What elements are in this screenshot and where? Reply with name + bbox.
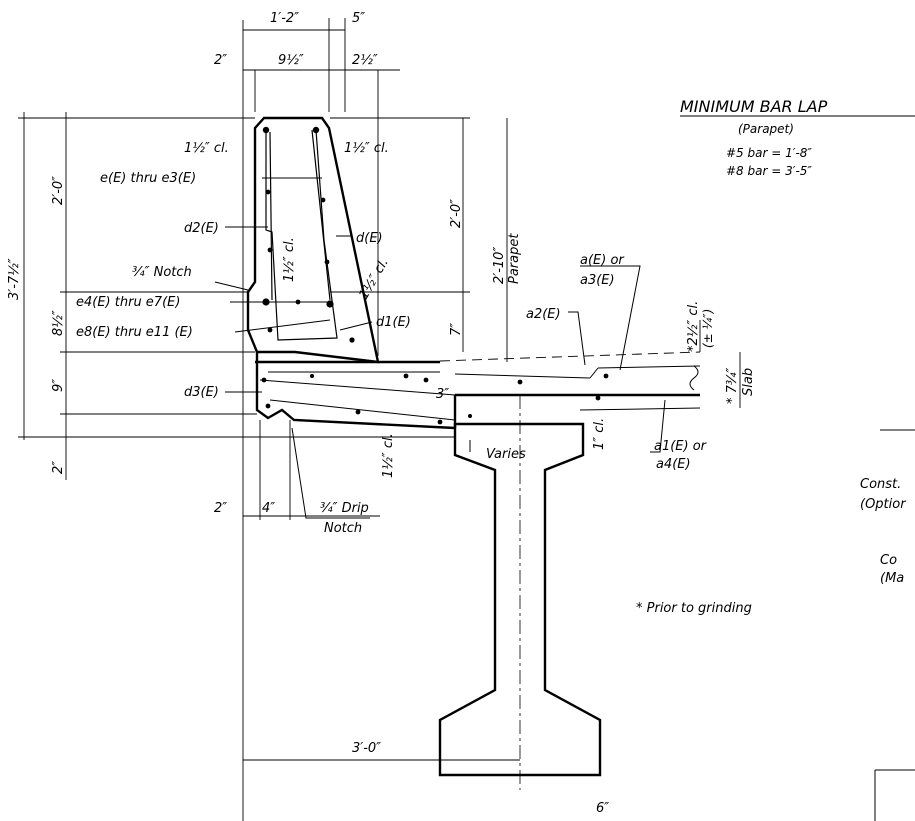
- dim-9half: 9½″: [278, 53, 304, 68]
- label-a2: a2(E): [526, 307, 561, 322]
- label-option: (Optior: [860, 497, 907, 512]
- dim-overall-h: 3′-7½″: [7, 258, 22, 300]
- label-varies: Varies: [486, 447, 526, 462]
- parapet-bar-d2: [269, 131, 273, 301]
- deck-bar-right: [597, 365, 701, 369]
- dim-seven: 7″: [449, 323, 464, 336]
- dim-base-3-0: 3′-0″: [352, 741, 381, 756]
- label-const: Const.: [860, 477, 901, 492]
- dim-slab-word: Slab: [741, 368, 756, 396]
- deck-top-dashed: [439, 351, 701, 362]
- dim-top-5: 5″: [352, 11, 365, 26]
- dim-mid-8half: 8½″: [51, 310, 66, 336]
- dim-cl-2half: *2½″ cl.: [686, 301, 701, 352]
- parapet-bar-d: [311, 129, 331, 301]
- label-prior: * Prior to grinding: [636, 601, 752, 616]
- leader-a: [580, 265, 641, 371]
- leader-drip: [291, 427, 370, 519]
- dim-bot-2: 2″: [51, 461, 66, 474]
- label-e8: e8(E) thru e11 (E): [76, 325, 193, 340]
- label-cl-right: 1½″ cl.: [344, 141, 389, 156]
- dim-low-9: 9″: [51, 379, 66, 392]
- label-cl-diag: 1½″ cl.: [356, 256, 391, 302]
- deck-bar-mid: [454, 373, 591, 379]
- dim-one-half-cl-bot: 1½″ cl.: [381, 433, 396, 478]
- lap-row-1: #5 bar = 1′-8″: [726, 146, 812, 160]
- label-a4: a4(E): [656, 457, 691, 472]
- label-d1: d1(E): [376, 315, 411, 330]
- break-line: [689, 365, 699, 391]
- leader-a1: [650, 399, 666, 453]
- label-ma: (Ma: [880, 571, 904, 586]
- leader-d1: [339, 321, 373, 331]
- label-a3: a3(E): [580, 273, 615, 288]
- dim-2half: 2½″: [352, 53, 378, 68]
- label-d3: d3(E): [184, 385, 219, 400]
- label-notch: ¾″ Notch: [132, 265, 192, 280]
- rebar-dots: [261, 126, 609, 425]
- label-d2: d2(E): [184, 221, 219, 236]
- title-main: MINIMUM BAR LAP: [680, 97, 828, 116]
- label-e-upper: e(E) thru e3(E): [100, 171, 196, 186]
- label-drip: ¾″ Drip: [320, 501, 369, 516]
- label-co: Co: [880, 553, 897, 568]
- deck-bottom: [579, 407, 701, 411]
- leader-a2: [568, 311, 586, 366]
- title-sub: (Parapet): [738, 122, 794, 136]
- dim-three: 3″: [436, 387, 449, 402]
- dim-one-cl: 1″ cl.: [592, 418, 607, 450]
- deck-edge: [255, 352, 456, 430]
- dim-tol: (± ¼″): [701, 309, 715, 348]
- label-a-or: a(E) or: [580, 253, 625, 268]
- label-a1-or: a1(E) or: [654, 439, 708, 454]
- leader-e8: [234, 319, 331, 333]
- label-cl-left: 1½″ cl.: [184, 141, 229, 156]
- girder-outline: [438, 422, 602, 777]
- label-drip-notch: Notch: [324, 521, 362, 536]
- deck-bar-upper: [259, 379, 456, 396]
- dim-base-6: 6″: [596, 801, 609, 816]
- label-cl-mid: 1½″ cl.: [282, 237, 297, 282]
- dim-foot-2: 2″: [214, 501, 227, 516]
- dim-parapet-2-10: 2′-10″: [492, 247, 507, 284]
- dim-left-2: 2″: [214, 53, 227, 68]
- deck-bar-kink: [589, 367, 599, 379]
- dim-foot-4: 4″: [262, 501, 275, 516]
- dim-upper-2-0: 2′-0″: [51, 176, 66, 205]
- label-e4: e4(E) thru e7(E): [76, 295, 180, 310]
- dim-top-1-2: 1′-2″: [270, 11, 299, 26]
- dim-slab-734: * 7¾″: [725, 367, 740, 404]
- lap-row-2: #8 bar = 3′-5″: [726, 164, 812, 178]
- label-d: d(E): [356, 231, 383, 246]
- leader-notch: [214, 281, 249, 291]
- deck-bar-bottom: [269, 399, 456, 421]
- dim-right-2-0-text: 2′-0″: [449, 199, 464, 228]
- dim-parapet-word: Parapet: [507, 233, 522, 284]
